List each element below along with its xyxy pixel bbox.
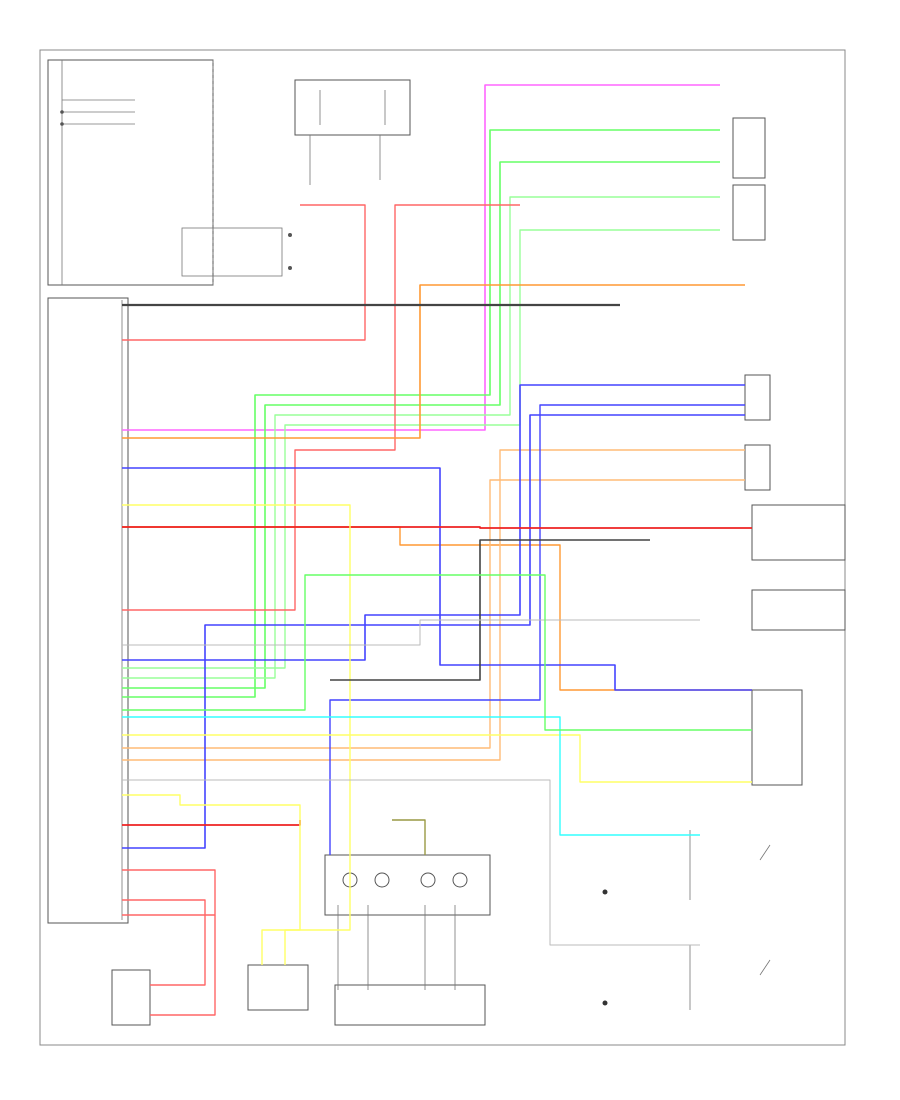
driver-airbag-module-box xyxy=(334,984,486,1026)
wire-orange-9 xyxy=(122,526,752,691)
wire-pink-1 xyxy=(122,84,720,431)
sensor-box-3 xyxy=(744,444,771,491)
wire-light-green-4 xyxy=(122,196,720,679)
wire-blue-15 xyxy=(329,404,745,855)
wire-dark-red-17 xyxy=(122,820,301,826)
wire-blue-14 xyxy=(122,414,745,849)
right-components xyxy=(732,117,846,786)
wire-light-orange-10 xyxy=(122,449,745,761)
relay-group xyxy=(181,227,292,277)
side-airbag-box-1 xyxy=(751,504,846,561)
wire-cyan-21 xyxy=(122,716,700,836)
wire-red-7 xyxy=(122,204,520,611)
wire-light-orange-11 xyxy=(122,479,745,749)
wire-olive-26 xyxy=(392,819,426,855)
diagram-border xyxy=(39,49,846,1046)
fuse-relay-block xyxy=(47,59,214,286)
wire-red-28 xyxy=(122,899,206,986)
wire-red-29 xyxy=(150,915,216,1016)
buckle-switches xyxy=(602,830,771,1010)
wire-yellow-18 xyxy=(122,794,301,965)
connector-circle-4 xyxy=(452,872,468,888)
front-impact-sensor-box xyxy=(111,969,151,1026)
wire-green-3 xyxy=(122,161,720,689)
wire-gray-25 xyxy=(122,619,700,646)
side-airbag-box-2 xyxy=(751,589,846,631)
wire-harness xyxy=(122,84,752,1016)
wire-blue-13 xyxy=(122,384,745,661)
wire-dark-gray-23 xyxy=(330,539,650,681)
sensor-box-2 xyxy=(744,374,771,421)
wire-red-6 xyxy=(122,204,366,341)
fuse-box xyxy=(294,79,411,185)
wire-orange-8 xyxy=(122,284,745,439)
wire-dark-red-16 xyxy=(122,526,752,529)
wire-blue-12 xyxy=(122,467,752,691)
connector-circle-3 xyxy=(420,872,436,888)
sensor-box-1 xyxy=(732,184,766,241)
control-unit-connector xyxy=(47,297,129,924)
pretensioner-box xyxy=(247,964,309,1011)
wire-green-30 xyxy=(122,574,752,731)
wire-yellow-20 xyxy=(122,734,752,783)
seat-belt-buckle-switch-box xyxy=(732,117,766,179)
wire-yellow-19 xyxy=(122,504,351,965)
wire-green-2 xyxy=(122,129,720,698)
wire-gray-24 xyxy=(122,779,700,946)
bottom-components xyxy=(111,854,491,1026)
inflator-module-box xyxy=(324,854,491,916)
wire-light-green-5 xyxy=(122,229,720,669)
passenger-sensor-box xyxy=(751,689,803,786)
connector-circle-2 xyxy=(374,872,390,888)
wire-red-27 xyxy=(122,869,216,916)
